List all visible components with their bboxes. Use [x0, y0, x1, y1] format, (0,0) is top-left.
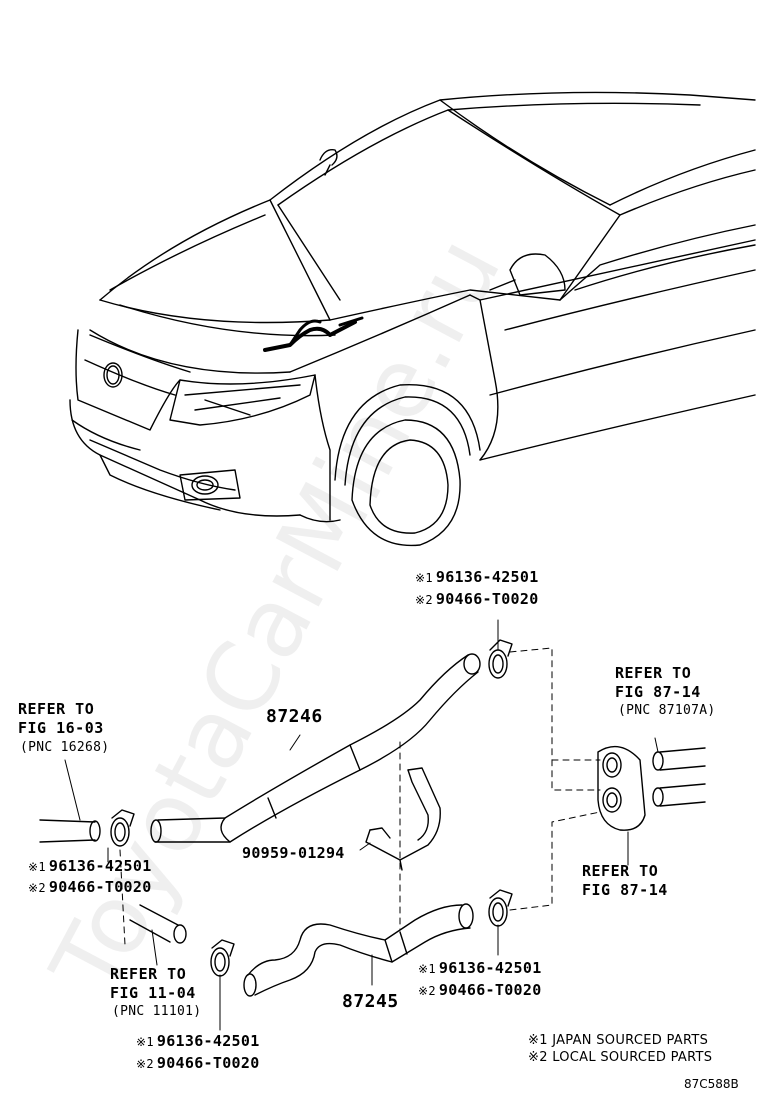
ref-16-line1: REFER TO [18, 700, 95, 718]
twin-nozzle-grommet [597, 745, 646, 831]
ref-11-line3: (PNC 11101) [112, 1004, 202, 1019]
ref-87-top-line3: (PNC 87107A) [618, 703, 716, 718]
leader-lines [64, 619, 659, 1031]
bracket-label: 90959-01294 [242, 844, 345, 862]
legend-local: ※2 LOCAL SOURCED PARTS [528, 1050, 713, 1065]
bracket-90959-01294 [365, 767, 441, 871]
hose-87245 [243, 903, 474, 997]
legend-japan: ※1 JAPAN SOURCED PARTS [528, 1033, 709, 1048]
pipe-fig-11 [129, 904, 187, 944]
ref-11-line1: REFER TO [110, 965, 187, 983]
hose-clip-bottom [210, 939, 235, 977]
ref-16-line3: (PNC 16268) [20, 740, 110, 755]
hose-clip-top [488, 639, 513, 679]
hose-clip-right [488, 889, 513, 927]
figure-code: 87C588B [684, 1077, 739, 1091]
ref-87-bottom-line1: REFER TO [582, 862, 659, 880]
ref-87-top-line2: FIG 87-14 [615, 683, 701, 701]
hose-87246 [150, 653, 481, 843]
hose-87245-label: 87245 [342, 991, 399, 1012]
ref-87-bottom-line2: FIG 87-14 [582, 881, 668, 899]
hose-87246-label: 87246 [266, 706, 323, 727]
hose-clip-left [110, 809, 135, 847]
pipe-fig-16 [39, 819, 101, 843]
nozzle-connectors [652, 747, 706, 807]
ref-87-top-line1: REFER TO [615, 664, 692, 682]
ref-11-line2: FIG 11-04 [110, 984, 196, 1002]
ref-16-line2: FIG 16-03 [18, 719, 104, 737]
dashed-guide-lines [119, 647, 601, 946]
car-illustration [69, 91, 756, 547]
